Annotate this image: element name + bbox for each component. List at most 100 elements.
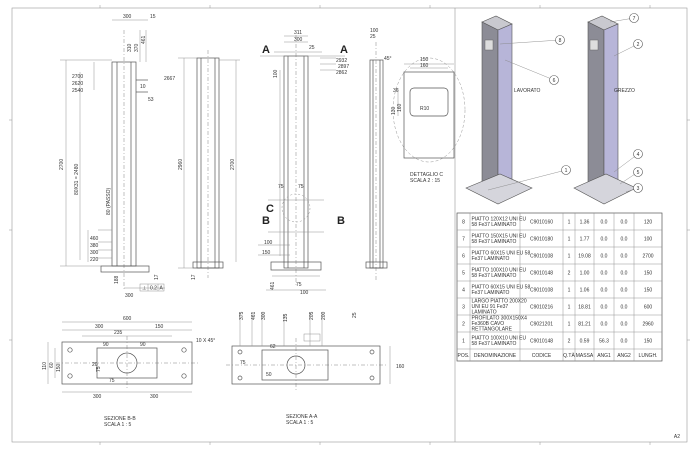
- balloon-8: 8: [559, 38, 562, 44]
- aa-dim-300: 300: [261, 311, 267, 320]
- sec-bottom-150: 150: [262, 250, 271, 256]
- sec-bottom-100: 100: [264, 240, 273, 246]
- section-bb-view: 600 300 150 235 90 90 10 X 45° 110 60 15…: [42, 316, 215, 428]
- bom-cell-r4-c2: C9010108: [530, 287, 553, 293]
- bom-cell-r0-c0: 8: [462, 219, 465, 225]
- bom-cell-r6-c0: 2: [462, 321, 465, 327]
- sec-small-100: 100: [273, 69, 279, 78]
- bom-cell-r6-c6: 0.0: [621, 321, 628, 327]
- side-elevation-view: 300 15 310 370 461 2700 2620 2540 2700 8…: [59, 14, 175, 299]
- bom-cell-r0-c6: 0.0: [621, 219, 628, 225]
- bom-cell-r6-c2: C9021201: [530, 321, 553, 327]
- bom-cell-r1-c2: C9010180: [530, 236, 553, 242]
- bom-header-5: ANG1: [597, 353, 611, 359]
- side-right-10: 10: [140, 84, 146, 90]
- bb-dim-600: 600: [123, 316, 132, 322]
- bom-cell-r1-c0: 7: [462, 236, 465, 242]
- bb-dim-235: 235: [114, 330, 123, 336]
- bom-cell-r2-c6: 0.0: [621, 253, 628, 259]
- bom-cell-r4-c6: 0.0: [621, 287, 628, 293]
- detail-dim-150: 150: [420, 57, 429, 63]
- balloon-7: 7: [633, 16, 636, 22]
- sec-level-2932: 2932: [336, 58, 347, 64]
- bom-cell-r2-c5: 0.0: [601, 253, 608, 259]
- sec-bottom-100b: 100: [300, 290, 309, 296]
- side-dim-370: 370: [134, 43, 140, 52]
- bb-bottom-300a: 300: [93, 394, 102, 400]
- bom-cell-r5-c6: 0.0: [621, 304, 628, 310]
- bom-cell-r3-c3: 2: [568, 270, 571, 276]
- side-dim-15: 15: [150, 14, 156, 20]
- aa-dim-135: 135: [283, 313, 289, 322]
- bom-cell-r3-c7: 150: [644, 270, 653, 276]
- balloon-5: 5: [637, 170, 640, 176]
- sec-level-2897: 2897: [338, 64, 349, 70]
- side-right-2667: 2667: [164, 76, 175, 82]
- side-right-17: 17: [154, 274, 160, 280]
- bom-cell-r0-c2: C9010160: [530, 219, 553, 225]
- sec-bottom-75c: 75: [296, 282, 302, 288]
- sec-right-100: 100: [370, 28, 379, 34]
- bom-cell-r4-c7: 150: [644, 287, 653, 293]
- side-level-460: 460: [90, 236, 99, 242]
- bom-cell-r1-c7: 100: [644, 236, 653, 242]
- bb-left-150: 150: [56, 363, 62, 372]
- bb-left-20: 20: [92, 362, 98, 368]
- side-dim-461: 461: [141, 35, 147, 44]
- bom-cell-r2-c7: 2700: [642, 253, 653, 259]
- bb-chamfer: 10 X 45°: [196, 338, 215, 344]
- detail-title: DETTAGLIO C: [410, 172, 443, 178]
- bb-dim-90a: 90: [103, 342, 109, 348]
- bom-cell-r6-c4: 81.21: [578, 321, 591, 327]
- bom-header-0: POS.: [458, 353, 470, 359]
- sec-bottom-75a: 75: [278, 184, 284, 190]
- bom-header-7: LUNGH.: [639, 353, 658, 359]
- sec-right-25: 25: [370, 34, 376, 40]
- bom-cell-r1-c4: 1.77: [580, 236, 590, 242]
- bom-cell-r6-c3: 1: [568, 321, 571, 327]
- aa-inner-62: 62: [270, 344, 276, 350]
- bom-cell-r3-c2: C9010148: [530, 270, 553, 276]
- sec-dim-311: 311: [294, 30, 302, 36]
- bb-left-110: 110: [42, 362, 48, 370]
- balloon-1: 1: [565, 168, 568, 174]
- side-level-2540: 2540: [72, 88, 83, 94]
- balloon-3: 3: [637, 186, 640, 192]
- bom-cell-r4-c3: 1: [568, 287, 571, 293]
- sheet-size-label: A2: [674, 434, 680, 440]
- aa-dim-200: 200: [321, 311, 327, 320]
- aa-scale: SCALA 1 : 5: [286, 420, 313, 426]
- bom-cell-r5-c4: 18.81: [578, 304, 591, 310]
- balloon-4: 4: [637, 152, 640, 158]
- iso-view-grezzo: GREZZO: [573, 15, 637, 205]
- bb-title: SEZIONE B-B: [104, 416, 136, 422]
- bom-cell-r2-c0: 6: [462, 253, 465, 259]
- bom-cell-r5-c3: 1: [568, 304, 571, 310]
- bom-cell-r3-c6: 0.0: [621, 270, 628, 276]
- detail-dim-160b: 160: [397, 103, 403, 112]
- bom-cell-r7-c5: 56.3: [599, 338, 609, 344]
- section-label-b-right: B: [337, 215, 345, 227]
- bom-header-2: CODICE: [532, 353, 552, 359]
- bb-dim-150: 150: [155, 324, 164, 330]
- aa-right-160: 160: [396, 364, 405, 370]
- bom-cell-r0-c4: 1.36: [580, 219, 590, 225]
- front-overall-height: 2960: [178, 159, 184, 170]
- bb-left-75a: 75: [96, 366, 102, 372]
- detail-c-view: 150 160 36 130 R10 160 DETTAGLIO C SCALA…: [391, 57, 466, 184]
- aa-inner-75: 75: [240, 360, 246, 366]
- bb-left-60: 60: [49, 362, 55, 368]
- bb-dim-300: 300: [95, 324, 104, 330]
- aa-inner-50: 50: [266, 372, 272, 378]
- bom-cell-r7-c3: 2: [568, 338, 571, 344]
- bb-bottom-300b: 300: [150, 394, 159, 400]
- iso-right-label: GREZZO: [614, 88, 635, 94]
- side-right-53: 53: [148, 97, 154, 103]
- bb-scale: SCALA 1 : 5: [104, 422, 131, 428]
